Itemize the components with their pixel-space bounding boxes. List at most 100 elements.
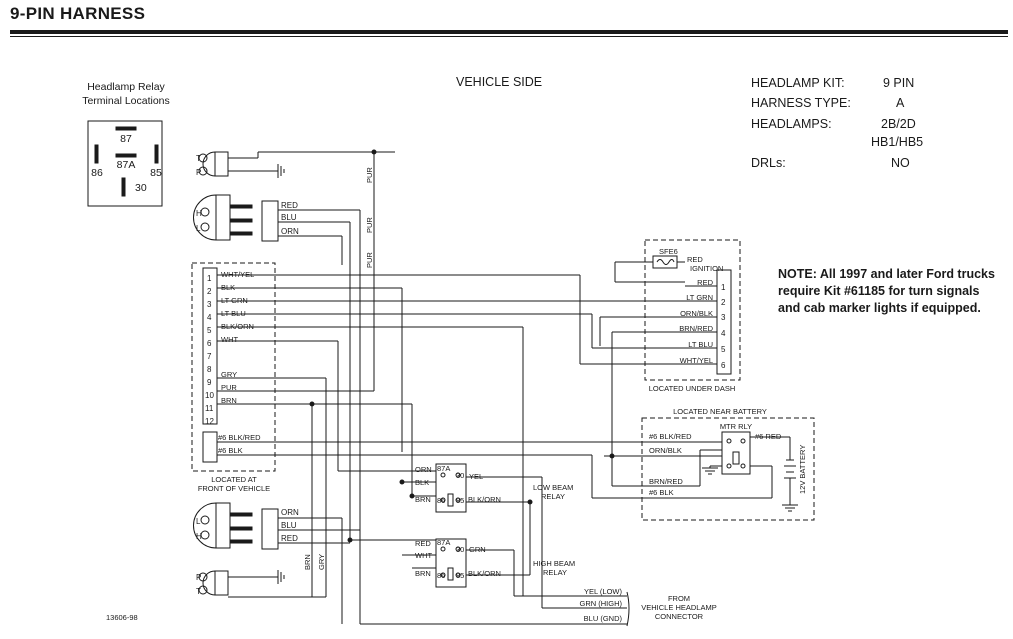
front-wire-2: BLK — [221, 283, 235, 292]
vh-wire-blu-gnd: BLU (GND) — [584, 614, 623, 623]
terminal-85: 85 — [150, 167, 162, 179]
front-wire-4: LT BLU — [221, 309, 246, 318]
front-wire-6: WHT — [221, 335, 238, 344]
lamp-letter-l-bottom: L — [196, 517, 201, 526]
battery-label: 12V BATTERY — [798, 445, 807, 494]
dash-pin-1: 1 — [721, 283, 726, 292]
front-location-2: FRONT OF VEHICLE — [198, 484, 270, 493]
under-dash-area — [644, 239, 741, 381]
low-wire-orn: ORN — [415, 465, 432, 474]
spec-label-kit: HEADLAMP KIT: — [751, 76, 845, 90]
spec-value-headlamps-2: HB1/HB5 — [871, 135, 923, 149]
high-pin-86: 86 — [437, 571, 445, 580]
front-wire-5: BLK/ORN — [221, 322, 254, 331]
high-beam-relay — [435, 538, 467, 588]
high-wire-grn: GRN — [469, 545, 486, 554]
high-wire-blk-orn: BLK/ORN — [468, 569, 501, 578]
terminal-30: 30 — [135, 182, 147, 194]
dash-wire-6: WHT/YEL — [680, 356, 713, 365]
front-pin-4: 4 — [207, 313, 212, 322]
vh-connector-label-2: VEHICLE HEADLAMP — [641, 603, 716, 612]
wire-pur-3: PUR — [365, 252, 374, 268]
terminal-87: 87 — [120, 133, 132, 145]
ignition-wire: RED — [687, 255, 703, 264]
dash-wire-4: BRN/RED — [679, 324, 713, 333]
wire-pur-2: PUR — [365, 217, 374, 233]
wire-blu-upper: BLU — [281, 213, 297, 222]
spec-value-harness: A — [896, 96, 905, 110]
front-pin-12: 12 — [205, 417, 214, 426]
low-beam-relay-label-2: RELAY — [541, 492, 565, 501]
battery-area — [641, 417, 815, 521]
low-wire-brn: BRN — [415, 495, 431, 504]
ignition-label: IGNITION — [690, 264, 723, 273]
headlamp-lower — [193, 502, 253, 549]
lamp-letter-t-top: T — [196, 154, 201, 163]
front-location-1: LOCATED AT — [211, 475, 257, 484]
high-pin-85: 85 — [456, 571, 464, 580]
high-beam-relay-label-2: RELAY — [543, 568, 567, 577]
dash-pin-3: 3 — [721, 313, 726, 322]
park-turn-lamp-top — [198, 151, 268, 177]
front-pin-1: 1 — [207, 274, 212, 283]
high-pin-87a: 87A — [437, 538, 450, 547]
relay-terminal-box — [87, 120, 163, 207]
battery-wire-red: #6 RED — [755, 432, 782, 441]
lamp-letter-h-bottom: H — [196, 532, 202, 541]
spec-label-headlamps: HEADLAMPS: — [751, 117, 832, 131]
front-pin-11: 11 — [205, 404, 214, 413]
front-battery-wire-1: #6 BLK/RED — [218, 433, 261, 442]
front-pin-6: 6 — [207, 339, 212, 348]
low-beam-relay — [435, 463, 467, 513]
front-connector-area — [191, 262, 276, 472]
low-pin-30: 30 — [456, 471, 464, 480]
relay-terminal-heading-2: Terminal Locations — [82, 95, 170, 107]
low-pin-87a: 87A — [437, 464, 450, 473]
wire-blu-lower: BLU — [281, 521, 297, 530]
dash-pin-5: 5 — [721, 345, 726, 354]
spec-label-harness: HARNESS TYPE: — [751, 96, 851, 110]
front-wire-9: PUR — [221, 383, 237, 392]
spec-value-headlamps: 2B/2D — [881, 117, 916, 131]
vh-connector-label-3: CONNECTOR — [655, 612, 704, 621]
headlamp-upper — [193, 194, 253, 241]
park-turn-lamp-bottom — [198, 570, 326, 598]
battery-wire-brn-red: BRN/RED — [649, 477, 683, 486]
dash-pin-4: 4 — [721, 329, 726, 338]
lamp-letter-l-top: L — [196, 224, 201, 233]
title-rule-thick — [10, 30, 1008, 34]
low-wire-blk: BLK — [415, 478, 429, 487]
wire-gry-vertical: GRY — [317, 554, 326, 570]
vehicle-side-label: VEHICLE SIDE — [456, 75, 542, 89]
fuse-label: SFE6 — [659, 247, 678, 256]
front-pin-7: 7 — [207, 352, 212, 361]
wire-orn-upper: ORN — [281, 227, 299, 236]
front-battery-wire-2: #6 BLK — [218, 446, 243, 455]
vh-wire-yel-low: YEL (LOW) — [584, 587, 623, 596]
front-pin-8: 8 — [207, 365, 212, 374]
dash-pin-2: 2 — [721, 298, 726, 307]
front-wire-10: BRN — [221, 396, 237, 405]
high-beam-relay-label-1: HIGH BEAM — [533, 559, 575, 568]
front-pin-10: 10 — [205, 391, 214, 400]
spec-value-kit: 9 PIN — [883, 76, 914, 90]
dash-pin-6: 6 — [721, 361, 726, 370]
wire-red-upper: RED — [281, 201, 298, 210]
relay-terminal-heading-1: Headlamp Relay — [87, 81, 165, 93]
lamp-letter-p-top: P — [196, 168, 201, 177]
high-wire-wht: WHT — [415, 551, 432, 560]
spec-value-drls: NO — [891, 156, 910, 170]
lamp-letter-p-bottom: P — [196, 573, 201, 582]
front-pin-5: 5 — [207, 326, 212, 335]
low-pin-86: 86 — [437, 496, 445, 505]
high-wire-brn: BRN — [415, 569, 431, 578]
dash-wire-3: ORN/BLK — [680, 309, 713, 318]
motor-relay-label: MTR RLY — [720, 422, 752, 431]
front-wire-3: LT GRN — [221, 296, 248, 305]
high-pin-30: 30 — [456, 545, 464, 554]
front-pin-2: 2 — [207, 287, 212, 296]
lamp-letter-h-top: H — [196, 209, 202, 218]
wire-brn-vertical: BRN — [303, 554, 312, 570]
front-wire-1: WHT/YEL — [221, 270, 254, 279]
